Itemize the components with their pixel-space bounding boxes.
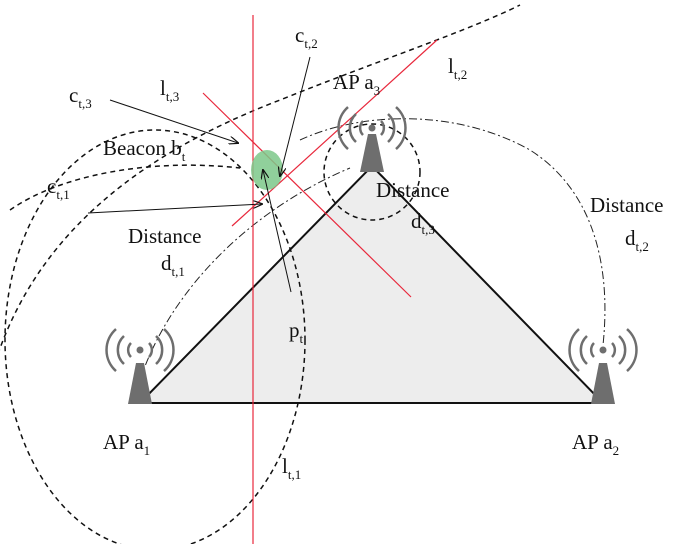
line-lt3 xyxy=(202,92,412,298)
arc-a1-a3 xyxy=(139,167,351,381)
beacon-blob xyxy=(251,150,283,190)
arc-a2-distance xyxy=(299,118,606,346)
label-lt3: lt,3 xyxy=(160,76,179,104)
label-ct3: ct,3 xyxy=(69,83,92,111)
ap-triangle xyxy=(137,164,606,404)
label-ct2: ct,2 xyxy=(295,23,318,51)
label-ap-a2: AP a2 xyxy=(572,430,619,458)
label-distance-1-word: Distance xyxy=(128,224,201,248)
label-distance-1-value: dt,1 xyxy=(161,251,185,279)
label-pt: pt xyxy=(289,318,304,346)
label-distance-2-value: dt,2 xyxy=(625,226,649,254)
label-ct1: ct,1 xyxy=(47,174,70,202)
ap-a2-icon xyxy=(568,328,638,404)
label-distance-3-value: dt,3 xyxy=(411,209,435,237)
arrow-pt xyxy=(263,170,292,293)
label-ap-a3: AP a3 xyxy=(333,70,380,98)
ap-a3-icon xyxy=(337,106,407,172)
label-lt2: lt,2 xyxy=(448,54,467,82)
range-circle-a1 xyxy=(4,129,306,544)
label-ap-a1: AP a1 xyxy=(103,430,150,458)
range-circle-a2 xyxy=(0,4,521,351)
ap-a1-icon xyxy=(105,328,175,404)
range-circle-a3 xyxy=(323,123,421,221)
label-beacon: Beacon bt xyxy=(103,136,186,164)
line-lt2 xyxy=(231,39,438,227)
arrow-ct3 xyxy=(109,99,238,143)
label-distance-3-word: Distance xyxy=(376,178,449,202)
label-distance-2-word: Distance xyxy=(590,193,663,217)
arrow-ct1 xyxy=(87,204,262,214)
range-circle-a2-left xyxy=(9,164,241,211)
arrow-ct2 xyxy=(280,56,311,176)
label-lt1: lt,1 xyxy=(282,454,301,482)
